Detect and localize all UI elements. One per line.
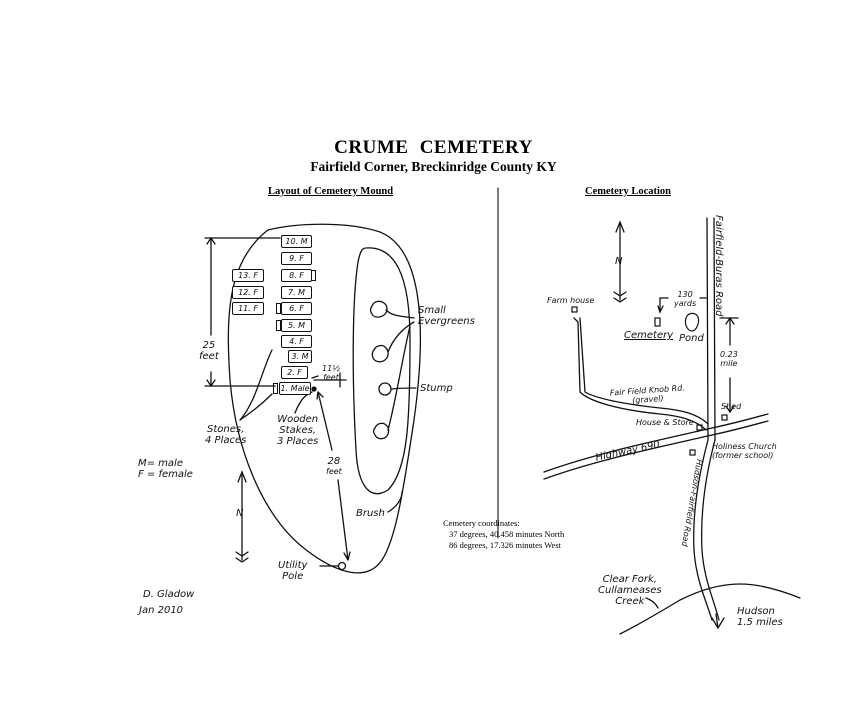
shed-marker [721,414,728,421]
stump-label: Stump [420,383,453,394]
dimension-11-feet: 11½ feet [322,364,340,382]
wooden-stakes-label: Wooden Stakes, 3 Places [277,414,319,447]
fairfield-buras-road-label: Fairfield-Buras Road [713,215,724,317]
grave-13: 13. F [232,269,264,282]
hudson-label: Hudson 1.5 miles [737,606,783,628]
mound-outline [227,223,421,574]
grave-11: 11. F [232,302,264,315]
grave-8: 8. F [281,269,312,282]
legend: M= male F = female [138,458,193,480]
grave-12: 12. F [232,286,264,299]
wooden-stake-mark [311,386,317,392]
grave-4: 4. F [281,335,312,348]
grave-3: 3. M [288,350,312,363]
holiness-church-label: Holiness Church (former school) [712,442,777,460]
utility-pole-mark [337,561,347,571]
north-label-location: N [615,256,623,267]
grave-1: 1. Male [279,382,311,395]
store-marker [696,424,703,431]
brush-outline [352,247,411,495]
grave-6: 6. F [281,302,312,315]
coordinates-longitude: 86 degrees, 17.326 minutes West [449,540,562,550]
stone-marker [276,303,281,314]
church-marker [689,449,696,456]
dimension-25-feet: 25 feet [199,340,219,362]
evergreen-2 [371,344,389,363]
cemetery-coordinates: Cemetery coordinates: 37 degrees, 40.458… [443,518,564,551]
brush-label: Brush [356,508,385,519]
stone-marker [276,320,281,331]
grave-9: 9. F [281,252,312,265]
house-store-label: House & Store [636,418,694,427]
utility-pole-label: Utility Pole [278,560,308,582]
coordinates-latitude: 37 degrees, 40.458 minutes North [449,529,565,539]
pond-marker [684,312,700,332]
date-label: Jan 2010 [139,605,184,616]
pond-label: Pond [679,333,704,344]
layout-heading: Layout of Cemetery Mound [268,186,394,197]
stones-label: Stones, 4 Places [205,424,247,446]
stump-mark [378,382,392,396]
north-label-layout: N [236,508,244,519]
evergreen-1 [369,300,388,318]
stone-marker [273,383,278,394]
miles-023-label: 0.23 mile [720,350,738,368]
cemetery-marker [654,317,661,327]
grave-5: 5. M [281,319,312,332]
farmhouse-label: Farm house [547,296,595,305]
cemetery-label: Cemetery [624,330,674,341]
farmhouse-marker [571,306,578,313]
grave-7: 7. M [281,286,312,299]
grave-10: 10. M [281,235,312,248]
author-label: D. Gladow [143,589,195,600]
dimension-28-feet: 28 feet [326,456,342,476]
yards-130-label: 130 yards [674,290,697,308]
grave-2: 2. F [281,366,308,379]
coordinates-heading: Cemetery coordinates: [443,518,520,528]
stone-marker [311,270,316,281]
page-subtitle: Fairfield Corner, Breckinridge County KY [310,159,557,174]
page-title: CRUME CEMETERY [334,137,533,158]
evergreen-3 [372,422,390,440]
creek-label: Clear Fork, Cullameases Creek [598,574,662,607]
shed-label: Shed [721,402,742,411]
location-heading: Cemetery Location [585,186,672,197]
small-evergreens-label: Small Evergreens [418,305,475,327]
